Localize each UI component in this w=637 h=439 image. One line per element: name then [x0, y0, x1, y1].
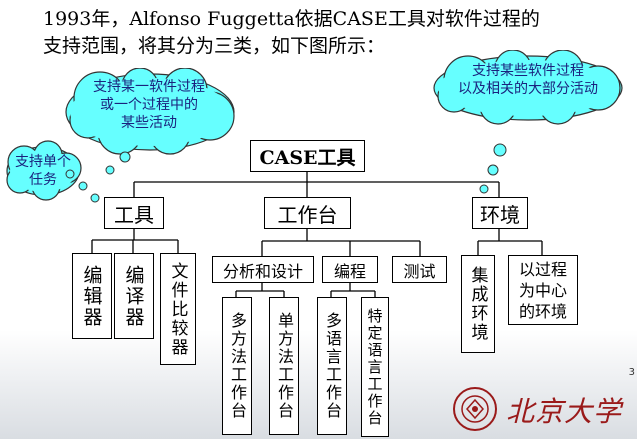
- intro-text: 1993年，Alfonso Fuggetta依据CASE工具对软件过程的 支持范…: [43, 6, 540, 60]
- node-programming: 编程: [322, 256, 378, 283]
- pku-logo-text: 北京大学: [506, 395, 623, 428]
- node-environment: 环境: [472, 197, 528, 229]
- node-process-centered-env: 以过程 为中心 的环境: [508, 255, 578, 325]
- node-integrated-env: 集成环境: [461, 255, 495, 353]
- node-compiler: 编译器: [114, 253, 154, 339]
- node-editor: 编辑器: [72, 253, 112, 339]
- node-workbench: 工作台: [264, 197, 351, 229]
- cloud-right: [433, 50, 623, 125]
- cloud-right-text: 支持某些软件过程 以及相关的大部分活动: [458, 63, 598, 97]
- intro-line-1: 1993年，Alfonso Fuggetta依据CASE工具对软件过程的: [43, 8, 540, 30]
- cloud-left-large: [65, 68, 235, 155]
- node-specific-language-workbench: 特定语言工作台: [361, 297, 389, 437]
- cloud-left-small-text: 支持单个 任务: [15, 154, 71, 188]
- cloud-left-small: [6, 140, 82, 201]
- page-number: 3: [628, 367, 635, 378]
- node-tools: 工具: [104, 197, 164, 229]
- node-multi-language-workbench: 多语言工作台: [317, 297, 347, 435]
- node-file-compare: 文件比较器: [160, 253, 196, 365]
- intro-line-2: 支持范围，将其分为三类，如下图所示：: [43, 35, 386, 57]
- node-single-method-workbench: 单方法工作台: [269, 297, 299, 435]
- pku-seal-icon: [453, 387, 497, 431]
- node-multi-method-workbench: 多方法工作台: [222, 297, 252, 435]
- node-testing: 测试: [392, 256, 447, 283]
- node-case-tools: CASE工具: [250, 140, 365, 172]
- pku-logo: 北京大学: [452, 386, 622, 432]
- node-analysis-design: 分析和设计: [212, 256, 314, 283]
- cloud-left-large-text: 支持某一软件过程 或一个过程中的 某些活动: [93, 79, 205, 131]
